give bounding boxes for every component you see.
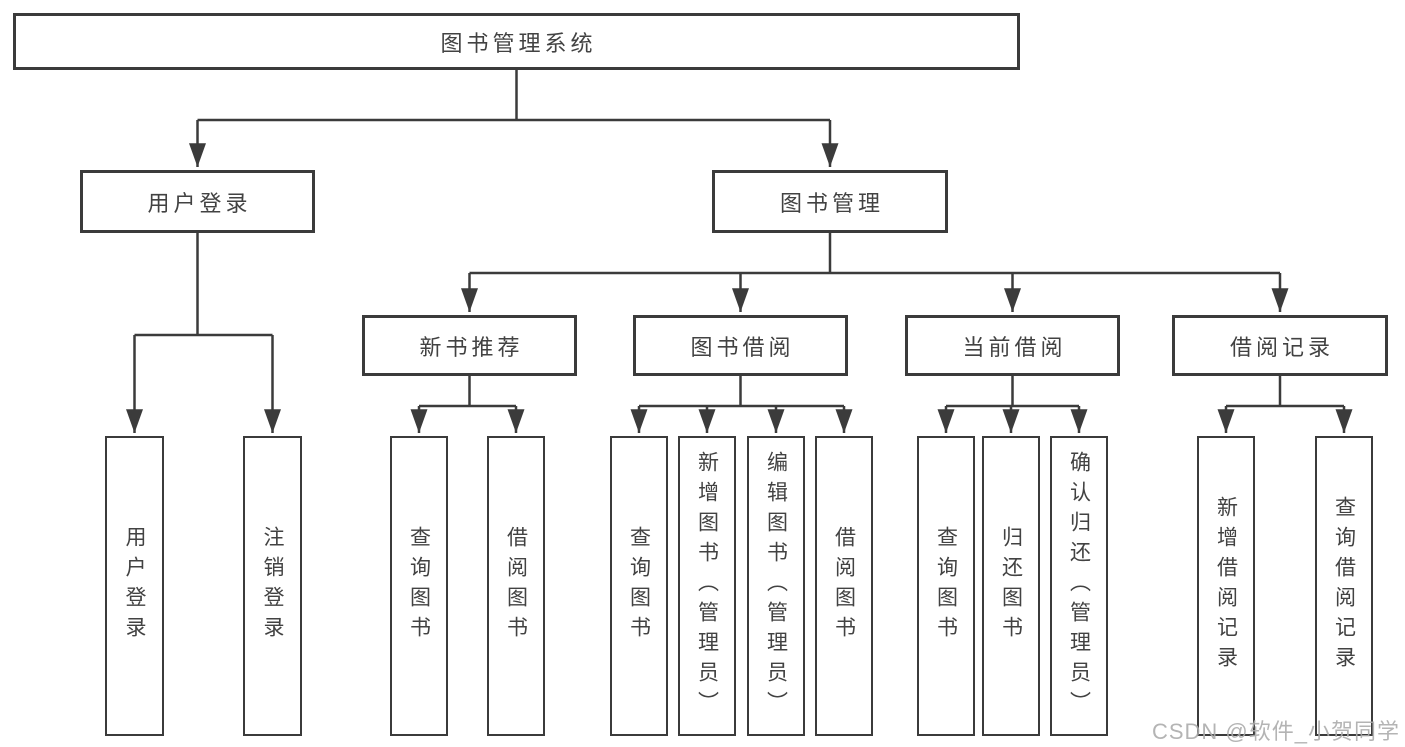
connector-current-borrowing xyxy=(946,376,1079,408)
connector-book-borrowing xyxy=(639,376,844,408)
node-borrowing-records: 借阅记录 xyxy=(1172,315,1388,376)
leaf-query-books-current: 查询图书 xyxy=(917,436,975,736)
leaf-add-borrow-record: 新增借阅记录 xyxy=(1197,436,1255,736)
leaf-borrow-books-borrowing: 借阅图书 xyxy=(815,436,873,736)
node-book-borrowing: 图书借阅 xyxy=(633,315,848,376)
leaf-edit-book-admin: 编辑图书（管理员） xyxy=(747,436,805,736)
leaf-return-books: 归还图书 xyxy=(982,436,1040,736)
node-library-system: 图书管理系统 xyxy=(13,13,1020,70)
leaf-confirm-return-admin: 确认归还（管理员） xyxy=(1050,436,1108,736)
node-current-borrowing: 当前借阅 xyxy=(905,315,1120,376)
leaf-add-book-admin: 新增图书（管理员） xyxy=(678,436,736,736)
connector-borrowing-records xyxy=(1226,376,1344,408)
csdn-watermark: CSDN @软件_小贺同学 xyxy=(1151,719,1400,744)
connector-user-login xyxy=(134,233,273,337)
leaf-query-books-recommend: 查询图书 xyxy=(390,436,448,736)
node-new-book-recommend: 新书推荐 xyxy=(362,315,577,376)
leaf-user-login: 用户登录 xyxy=(105,436,164,736)
leaf-logout: 注销登录 xyxy=(243,436,302,736)
connector-book-management xyxy=(469,233,1280,275)
node-user-login-group: 用户登录 xyxy=(80,170,315,233)
leaf-query-borrow-record: 查询借阅记录 xyxy=(1315,436,1373,736)
connector-root xyxy=(197,70,830,122)
node-book-management: 图书管理 xyxy=(712,170,948,233)
leaf-query-books-borrowing: 查询图书 xyxy=(610,436,668,736)
leaf-borrow-books-recommend: 借阅图书 xyxy=(487,436,545,736)
connector-new-book-recommend xyxy=(419,376,516,408)
